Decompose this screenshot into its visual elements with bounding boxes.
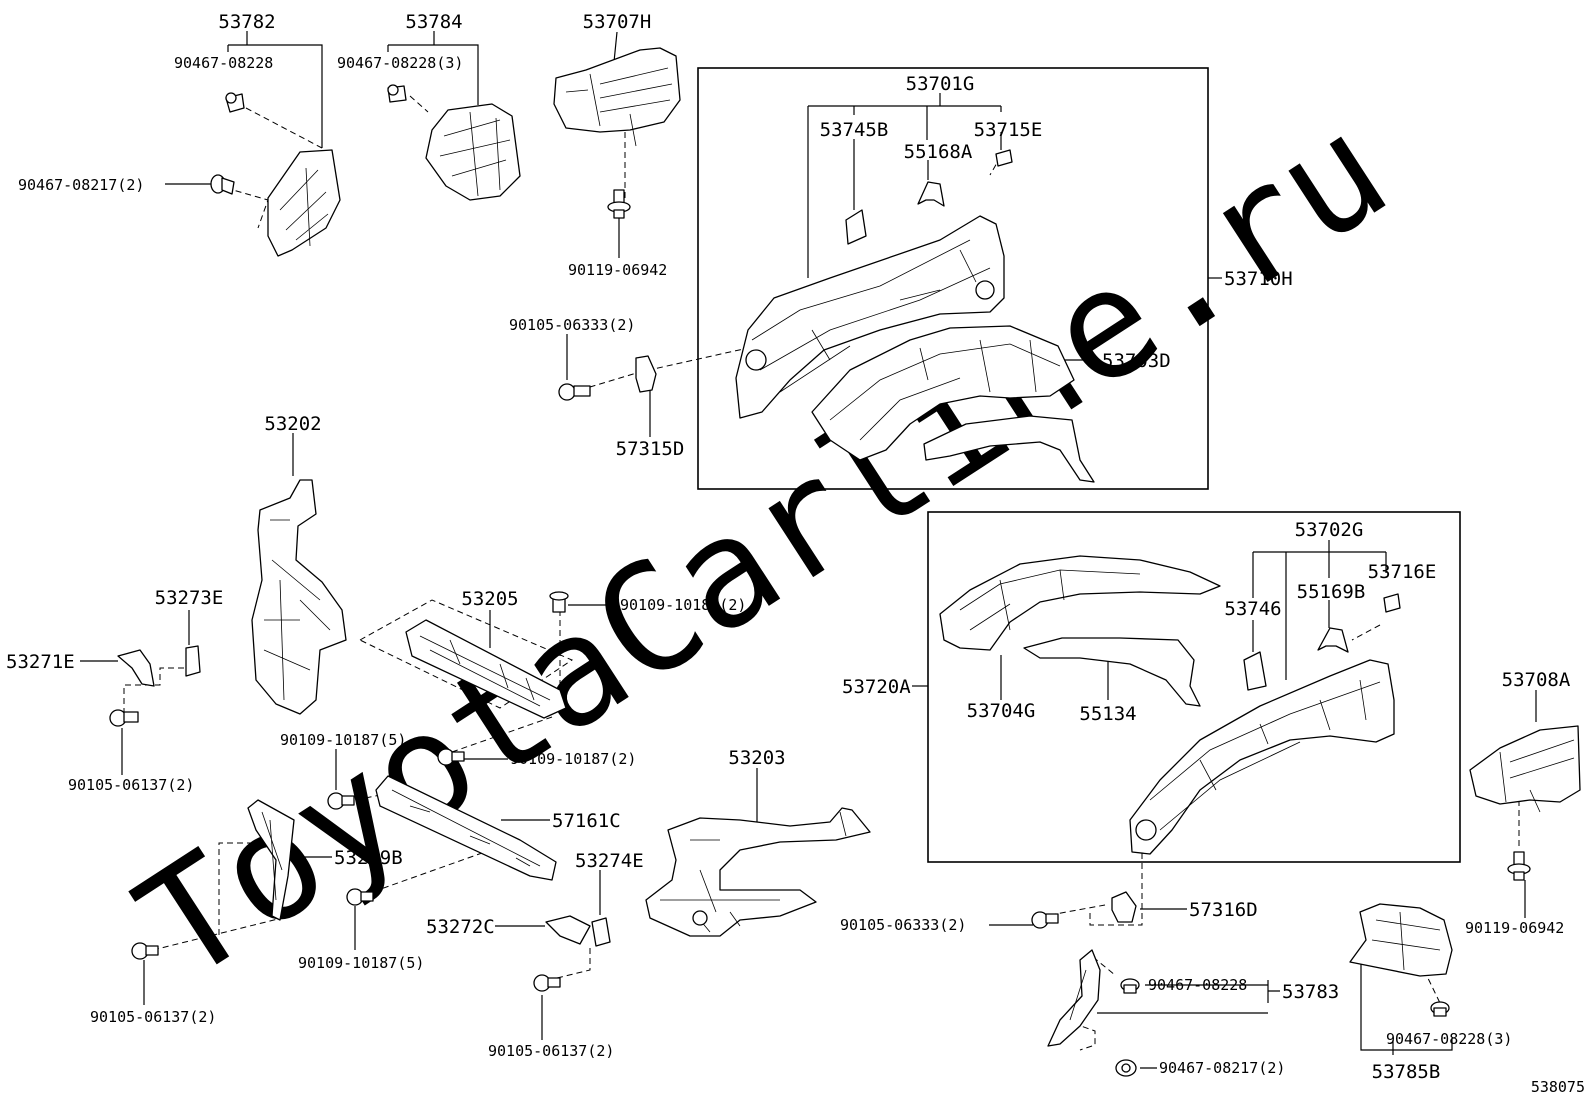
clip-90467-08217-bottom	[1115, 1059, 1137, 1077]
label-53704G: 53704G	[967, 700, 1036, 722]
label-53785B: 53785B	[1372, 1061, 1441, 1083]
part-53715E	[995, 149, 1013, 167]
label-53203: 53203	[728, 747, 785, 769]
bolt-90119-06942-top	[607, 189, 631, 219]
part-53708A-duct	[1469, 725, 1581, 813]
label-53703D: 53703D	[1102, 350, 1171, 372]
leader-lines	[80, 31, 1537, 1069]
label-53716E: 53716E	[1368, 561, 1437, 583]
bolt-90109-10187-5-bottom	[346, 888, 374, 906]
label-55169B: 55169B	[1297, 581, 1366, 603]
label-90467-08217-2-top: 90467-08217(2)	[18, 176, 144, 194]
label-90109-10187-5-top: 90109-10187(5)	[280, 731, 406, 749]
label-90105-06137-2-left: 90105-06137(2)	[68, 776, 194, 794]
label-53209B: 53209B	[334, 847, 403, 869]
part-53746	[1243, 651, 1267, 691]
clip-90467-08228-3-bottom	[1430, 1001, 1450, 1017]
bolt-90105-06333-bottom	[1031, 911, 1059, 929]
part-53209B-brace	[247, 799, 295, 921]
bolt-90105-06137-bottom-center	[533, 974, 561, 992]
label-53702G: 53702G	[1295, 519, 1364, 541]
label-53782: 53782	[218, 11, 275, 33]
part-53205-crossmember	[405, 619, 567, 719]
bolt-90119-06942-right	[1507, 851, 1531, 881]
label-90109-10187-2-mid: 90109-10187(2)	[510, 750, 636, 768]
label-90105-06333-2-top: 90105-06333(2)	[509, 316, 635, 334]
part-53703D-wheelhouse	[811, 325, 1095, 483]
label-90109-10187-5-bottom: 90109-10187(5)	[298, 954, 424, 972]
label-53202: 53202	[264, 413, 321, 435]
label-55134: 55134	[1079, 703, 1136, 725]
part-57161C-rail	[375, 775, 557, 881]
part-53203-radiator-support	[645, 807, 871, 937]
label-53205: 53205	[461, 588, 518, 610]
label-53746: 53746	[1224, 598, 1281, 620]
part-53783-bracket	[1047, 949, 1101, 1047]
label-90119-06942-right: 90119-06942	[1465, 919, 1564, 937]
label-90467-08228-3-top: 90467-08228(3)	[337, 54, 463, 72]
label-53783: 53783	[1282, 981, 1339, 1003]
part-53784-bracket	[425, 103, 521, 201]
bolt-90105-06333-top	[558, 383, 591, 401]
label-55168A: 55168A	[904, 141, 973, 163]
label-90119-06942-top: 90119-06942	[568, 261, 667, 279]
part-53720A-apron-assembly	[939, 555, 1395, 855]
label-53707H: 53707H	[583, 11, 652, 33]
label-53745B: 53745B	[820, 119, 889, 141]
part-57315D-clip	[635, 355, 657, 393]
label-53701G: 53701G	[906, 73, 975, 95]
clip-90467-08217-left	[210, 174, 235, 195]
clip-90467-08228-bottom	[1120, 978, 1140, 994]
part-labels: 53782 53784 53707H 90467-08228 90467-082…	[6, 11, 1585, 1096]
label-90109-10187-2-top: 90109-10187(2)	[620, 596, 746, 614]
label-57315D: 57315D	[616, 438, 685, 460]
label-53274E: 53274E	[575, 850, 644, 872]
part-53710H-apron-assembly	[735, 215, 1005, 419]
label-57161C: 57161C	[552, 810, 621, 832]
bolt-90109-10187-top	[549, 591, 569, 613]
label-53715E: 53715E	[974, 119, 1043, 141]
label-53784: 53784	[405, 11, 462, 33]
label-90467-08228-bottom: 90467-08228	[1148, 976, 1247, 994]
label-90467-08228-3-bottom: 90467-08228(3)	[1386, 1030, 1512, 1048]
label-90467-08217-2-bottom: 90467-08217(2)	[1159, 1059, 1285, 1077]
label-90105-06333-2-bottom: 90105-06333(2)	[840, 916, 966, 934]
diagram-id: 538075	[1531, 1078, 1585, 1096]
part-57316D-clip	[1111, 891, 1137, 923]
label-53272C: 53272C	[426, 916, 495, 938]
part-53785B-bracket	[1349, 903, 1453, 977]
part-53272C	[545, 915, 591, 945]
label-90105-06137-2-bottom-left: 90105-06137(2)	[90, 1008, 216, 1026]
bolt-90467-08228-left	[225, 92, 245, 113]
bolt-90467-08228-3	[387, 84, 407, 103]
part-53271E	[117, 649, 155, 687]
part-53202-side-support	[251, 479, 347, 715]
part-53716E	[1383, 593, 1401, 613]
label-90467-08228-top: 90467-08228	[174, 54, 273, 72]
label-53720A: 53720A	[842, 676, 911, 698]
bolt-90105-06137-left	[109, 709, 139, 727]
lower-right-group-frame	[927, 511, 1461, 863]
part-53273E	[185, 645, 201, 677]
label-53271E: 53271E	[6, 651, 75, 673]
part-53274E	[591, 917, 611, 947]
bolt-90109-10187-5-top	[327, 792, 355, 810]
part-53782-bracket	[267, 149, 341, 257]
part-53707H-duct	[553, 47, 681, 147]
part-55168A	[917, 181, 945, 207]
label-53273E: 53273E	[155, 587, 224, 609]
label-90105-06137-2-bottom-center: 90105-06137(2)	[488, 1042, 614, 1060]
label-53708A: 53708A	[1502, 669, 1571, 691]
label-53710H: 53710H	[1224, 268, 1293, 290]
bolt-90109-10187-mid	[437, 748, 465, 766]
part-55169B	[1317, 627, 1349, 653]
part-53745B	[845, 209, 867, 245]
bolt-90105-06137-bottom-left	[131, 942, 159, 960]
label-57316D: 57316D	[1189, 899, 1258, 921]
